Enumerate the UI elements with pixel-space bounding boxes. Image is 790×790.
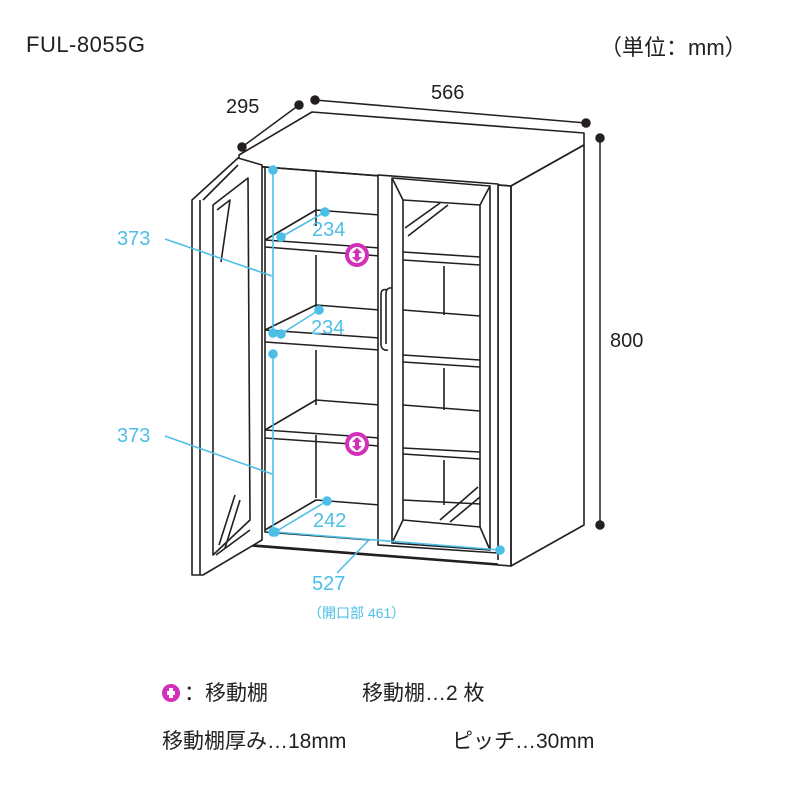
legend-shelf-count: 移動棚…2 枚 (362, 682, 485, 705)
inner-height-upper-label: 373 (117, 228, 151, 250)
depth-label: 295 (226, 96, 260, 118)
legend-icon-label: ：移動棚 (184, 682, 268, 705)
legend-shelf-thickness: 移動棚厚み…18mm (162, 730, 347, 753)
door-handle (380, 287, 393, 351)
right-side-panel (510, 144, 585, 567)
shelf-depth-2-label: 234 (311, 317, 345, 339)
shelf-depth-1-label: 234 (312, 219, 346, 241)
movable-shelf-icon (162, 684, 180, 702)
opening-width-label: （開口部 461） (308, 605, 406, 621)
movable-shelf-marker-2 (345, 432, 369, 456)
legend-row-1: ：移動棚 (162, 677, 268, 707)
unit-label: （単位：mm） (600, 35, 747, 60)
movable-shelf-marker-1 (345, 243, 369, 267)
height-label: 800 (610, 330, 644, 352)
inner-height-lower-label: 373 (117, 425, 151, 447)
left-door (191, 157, 263, 576)
inner-width-label: 527 (312, 573, 346, 595)
legend-pitch: ピッチ…30mm (452, 730, 595, 753)
model-number: FUL-8055G (26, 32, 146, 57)
width-label: 566 (431, 82, 465, 104)
bottom-depth-label: 242 (313, 510, 347, 532)
